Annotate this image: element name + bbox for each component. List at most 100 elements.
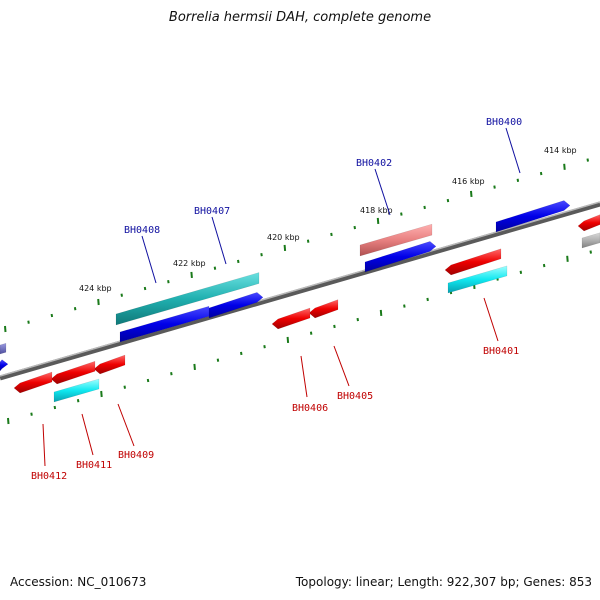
lower-tick <box>170 372 173 376</box>
gene-label-bh0412: BH0412 <box>31 471 67 482</box>
lower-tick <box>100 390 103 398</box>
scale-ticks <box>4 158 592 425</box>
lower-tick <box>403 304 406 308</box>
gene-label-bh0400: BH0400 <box>486 117 522 128</box>
label-leaders <box>42 127 521 467</box>
leader-bh0400 <box>505 127 521 174</box>
leader-bh0402 <box>374 168 391 216</box>
gene-bh0407[interactable] <box>208 292 264 319</box>
upper-tick <box>586 158 589 162</box>
leader-bh0412 <box>42 423 46 467</box>
upper-tick <box>353 225 356 230</box>
leader-bh0411 <box>81 413 94 456</box>
leader-bh0406 <box>300 355 308 398</box>
upper-tick <box>237 259 240 264</box>
gene-label-bh0411: BH0411 <box>76 460 112 471</box>
backbone <box>0 201 600 381</box>
gene-bh0412[interactable] <box>13 371 53 394</box>
upper-tick <box>120 293 123 297</box>
gene-bh0406[interactable] <box>271 307 311 330</box>
genome-summary-text: Topology: linear; Length: 922,307 bp; Ge… <box>295 575 592 589</box>
upper-tick <box>213 266 217 270</box>
leader-bh0409 <box>117 403 135 447</box>
upper-tick <box>330 232 333 237</box>
gene-label-bh0406: BH0406 <box>292 403 328 414</box>
gene-bh0401-partner[interactable] <box>447 265 508 294</box>
leader-bh0407 <box>211 216 227 265</box>
upper-tick <box>260 253 263 257</box>
kbp-label-416: 416 kbp <box>452 177 485 186</box>
kbp-label-420: 420 kbp <box>267 233 300 242</box>
map-title: Borrelia hermsii DAH, complete genome <box>168 10 432 25</box>
lower-tick <box>53 405 57 410</box>
upper-tick <box>167 280 170 284</box>
upper-tick <box>306 239 310 243</box>
gene-bh0409[interactable] <box>93 354 126 375</box>
gene-label-bh0408: BH0408 <box>124 225 160 236</box>
upper-tick <box>143 286 147 291</box>
leader-bh0401 <box>483 297 499 342</box>
lower-tick <box>240 351 243 356</box>
gene-label-bh0405: BH0405 <box>337 391 373 402</box>
lower-tick <box>216 358 220 362</box>
lower-tick <box>286 336 290 343</box>
upper-tick <box>376 217 380 224</box>
gene-label-bh0407: BH0407 <box>194 206 230 217</box>
lower-tick <box>30 412 33 416</box>
upper-tick <box>563 163 566 170</box>
gene-bh0402[interactable] <box>364 241 437 273</box>
gene-label-bh0409: BH0409 <box>118 450 154 461</box>
lower-tick <box>123 385 126 389</box>
upper-tick <box>97 298 100 306</box>
upper-tick <box>190 271 193 278</box>
genes <box>0 200 600 403</box>
gene-bh0411[interactable] <box>50 360 96 385</box>
lower-tick <box>333 324 336 329</box>
lower-tick <box>519 270 523 274</box>
lower-tick <box>309 331 313 335</box>
upper-tick <box>470 190 473 197</box>
accession-text: Accession: NC_010673 <box>10 575 147 589</box>
lower-tick <box>193 363 196 370</box>
gene-bh0400[interactable] <box>495 200 571 233</box>
gene-label-bh0402: BH0402 <box>356 158 392 169</box>
lower-tick <box>76 399 80 403</box>
lower-tick <box>566 255 569 262</box>
gene-bh0408-partner[interactable] <box>119 305 210 343</box>
lower-tick <box>356 317 359 322</box>
lower-tick <box>7 417 10 425</box>
gene-left-edge-purple[interactable] <box>0 342 7 355</box>
lower-tick <box>426 297 429 302</box>
upper-tick <box>493 185 496 189</box>
gene-bh0401[interactable] <box>444 248 502 276</box>
upper-tick <box>73 307 77 311</box>
gene-label-bh0401: BH0401 <box>483 346 519 357</box>
lower-tick <box>146 378 150 383</box>
gene-bh0411-partner[interactable] <box>53 378 100 403</box>
lower-tick <box>379 309 383 316</box>
gene-left-edge-blue[interactable] <box>0 359 9 372</box>
lower-tick <box>589 250 592 254</box>
upper-tick <box>423 205 426 210</box>
gene-bh0408[interactable] <box>115 272 260 326</box>
kbp-label-424: 424 kbp <box>79 284 112 293</box>
upper-tick <box>400 212 403 216</box>
gene-right-edge-red[interactable] <box>577 214 600 232</box>
lower-tick <box>542 263 546 268</box>
upper-tick <box>50 313 54 318</box>
kbp-label-418: 418 kbp <box>360 206 393 215</box>
upper-tick <box>446 198 450 203</box>
leader-bh0405 <box>333 345 350 387</box>
upper-tick <box>539 171 543 176</box>
upper-tick <box>283 244 287 251</box>
gene-labels: BH0400 BH0402 BH0407 BH0408 BH0401 BH040… <box>31 117 522 482</box>
gene-right-edge-grey[interactable] <box>581 232 600 249</box>
upper-tick <box>27 320 30 324</box>
gene-bh0402-pseudo[interactable] <box>359 223 433 257</box>
kbp-labels: 414 kbp 416 kbp 418 kbp 420 kbp 422 kbp … <box>79 146 577 293</box>
lower-tick <box>263 345 266 349</box>
leader-bh0408 <box>141 235 157 284</box>
gene-bh0405[interactable] <box>308 299 339 319</box>
